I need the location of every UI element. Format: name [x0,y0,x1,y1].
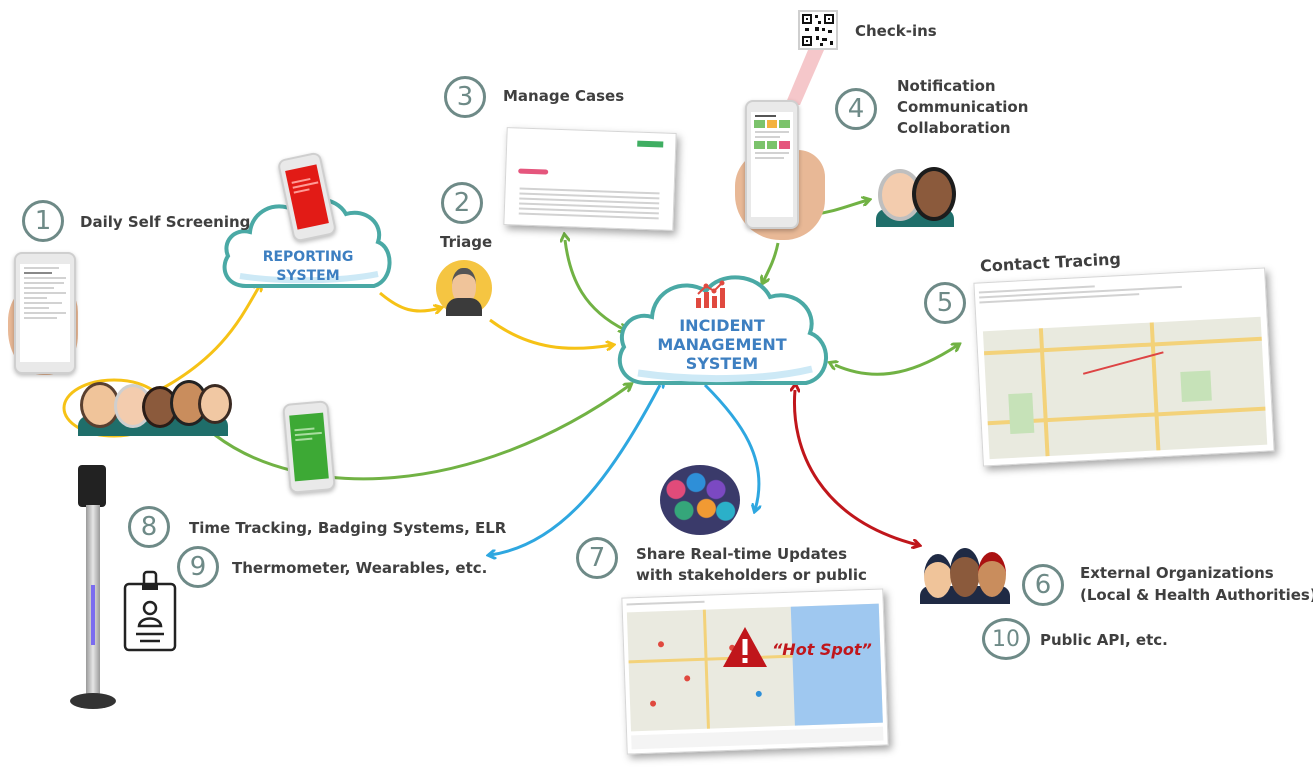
arrow-phone-to-incident [763,242,780,282]
warning-icon [723,627,767,667]
arrow-people-to-incident [214,385,630,481]
step-9-label: Thermometer, Wearables, etc. [232,559,488,577]
arrow-incident-to-updates [703,383,759,510]
reporting-system-label: REPORTING SYSTEM [262,249,354,284]
step-7-label-line-2: with stakeholders or public [636,566,867,584]
people-group-avatar [70,378,232,438]
step-1-label: Daily Self Screening [80,213,251,231]
step-2-label: Triage [440,233,493,251]
first-responders-avatar [920,540,1012,604]
step-5-number: 5 [924,282,966,324]
arrow-cases-incident [565,240,625,330]
arrow-reporting-to-triage [379,291,440,311]
hotspot-label: “Hot Spot” [772,640,872,659]
triage-doctor-avatar [436,260,492,316]
notification-phone [745,100,799,229]
step-4-label-line-2: Communication [897,98,1029,116]
step-4-label-line-3: Collaboration [897,119,1011,137]
arrow-incident-devices [490,385,660,555]
reporting-system-cloud [222,197,392,288]
step-6-label-line-2: (Local & Health Authorities) [1080,586,1313,604]
step-10-number: 10 [982,618,1030,660]
step-6-number: 6 [1022,564,1064,606]
qr-beam [785,50,824,105]
step-7-number: 7 [576,537,618,579]
qr-code-icon [798,10,838,50]
green-report-phone [282,400,336,494]
step-8-label: Time Tracking, Badging Systems, ELR [189,519,507,537]
step-2-number: 2 [441,182,483,224]
step-3-label: Manage Cases [503,87,625,105]
step-4-label-line-1: Notification [897,77,996,95]
crowd-avatar [660,465,740,535]
manage-cases-screenshot [503,127,677,231]
arrow-people-to-reporting [149,285,260,397]
checkins-label: Check-ins [855,22,937,40]
step-9-number: 9 [177,546,219,588]
screening-phone [14,252,76,374]
arrow-incident-tracing [835,345,958,376]
thermal-kiosk [68,465,118,715]
step-4-number: 4 [835,88,877,130]
badge-icon [123,570,177,652]
incident-management-label: INCIDENT MANAGEMENT SYSTEM [657,316,787,373]
hotspot-map-screenshot [621,588,889,755]
contact-tracing-screenshot [973,267,1275,467]
chart-icon [696,280,725,308]
collaborators-avatar [876,165,956,227]
step-1-number: 1 [22,200,64,242]
arrow-incident-external [794,390,918,545]
step-8-number: 8 [128,506,170,548]
arrow-triage-to-incident [489,318,612,348]
step-10-label: Public API, etc. [1040,631,1168,649]
step-6-label-line-1: External Organizations [1080,564,1274,582]
step-3-number: 3 [444,76,486,118]
step-7-label-line-1: Share Real-time Updates [636,545,847,563]
